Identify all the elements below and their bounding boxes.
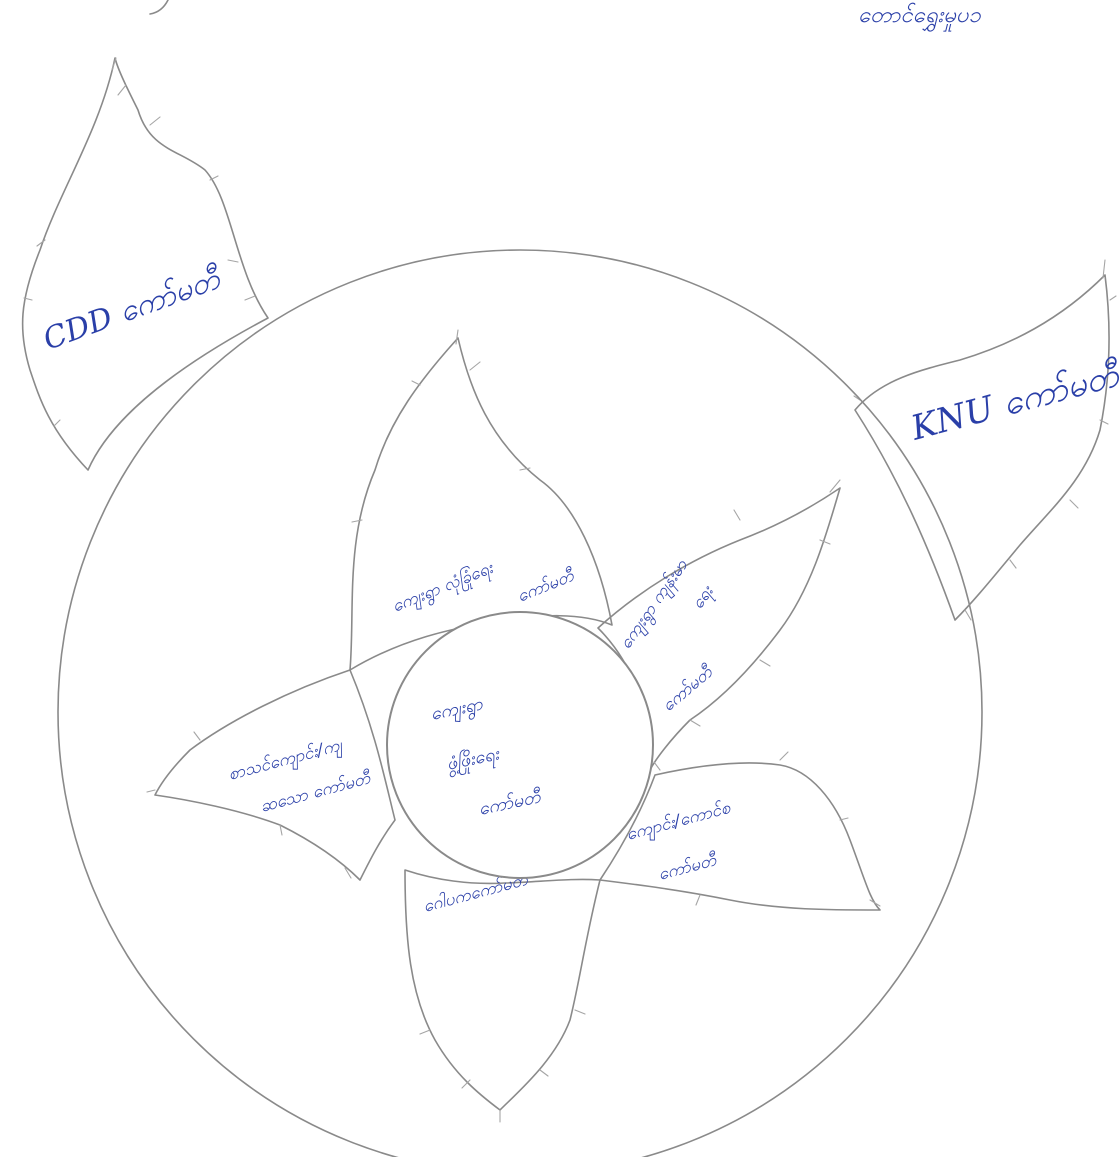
center-circle xyxy=(387,612,653,878)
petal-left-line-2: ဆသော ကော်မတီ xyxy=(258,768,374,817)
petal-hair-strokes xyxy=(420,1010,585,1122)
petal-right-line-1: ကျေးရွာ ကျန်းမာ xyxy=(616,555,695,654)
corner-note-text: တောင်ရွှေးမှုပ၁ xyxy=(858,2,981,32)
leaf-outline xyxy=(23,58,268,470)
petal-hair-strokes xyxy=(352,330,530,522)
outer-leaf-cdd: CDD ကော်မတီ xyxy=(23,58,268,470)
petal-right-line-3: ကော်မတီ xyxy=(658,661,718,716)
leaf-outline xyxy=(855,275,1109,620)
petal-hair-strokes xyxy=(690,480,840,726)
petal-left: စာသင်ကျောင်း/ကျ ဆသော ကော်မတီ xyxy=(147,670,395,880)
petal-right-line-2: ရေး xyxy=(688,581,721,615)
leaf-label-knu: KNU ကော်မတီ xyxy=(906,354,1119,449)
petal-bottom: ဂေါပကကော်မတီ xyxy=(405,869,600,1122)
petal-top-line-1: ကျေးရွာ လုံခြုံရေး xyxy=(389,557,498,620)
corner-note: တောင်ရွှေးမှုပ၁ xyxy=(858,2,981,32)
top-edge-scribble xyxy=(150,0,168,14)
petal-lower-right-line-2: ကော်မတီ xyxy=(656,850,720,885)
center-circle-group: ကျေးရွာ ဖွံ့ဖြိုးရေး ကော်မတီ xyxy=(387,612,653,878)
petal-top-line-2: ကော်မတီ xyxy=(514,565,578,606)
leaf-label-cdd: CDD ကော်မတီ xyxy=(39,261,227,358)
petal-lower-right-line-1: ကျောင်း/ကောင်စ xyxy=(624,798,734,848)
